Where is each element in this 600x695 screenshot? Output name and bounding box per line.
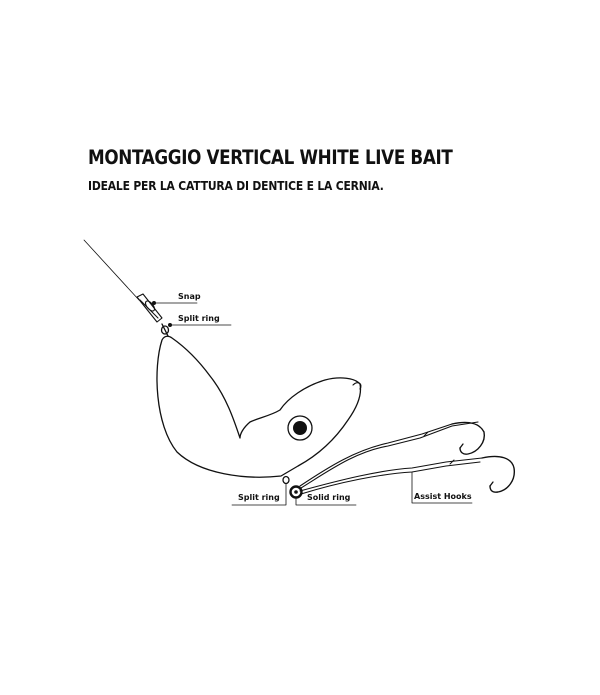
hook-barb-lower bbox=[489, 481, 494, 487]
jig-nose bbox=[352, 382, 362, 390]
eye-icon bbox=[287, 415, 313, 441]
label-snap: Snap bbox=[178, 292, 201, 301]
split-ring-top-dot bbox=[168, 323, 172, 327]
snap-swivel-icon bbox=[136, 293, 163, 323]
split-ring-icon bbox=[160, 323, 170, 337]
assist-hook-upper-icon bbox=[451, 421, 485, 455]
snap-dot bbox=[152, 301, 156, 305]
label-solid-ring: Solid ring bbox=[307, 493, 351, 502]
assist-hooks-leader bbox=[411, 471, 473, 504]
page-subtitle: IDEALE PER LA CATTURA DI DENTICE E LA CE… bbox=[88, 178, 384, 193]
page-title: MONTAGGIO VERTICAL WHITE LIVE BAIT bbox=[88, 146, 453, 169]
solid-ring-leader bbox=[295, 497, 357, 506]
eye-pupil bbox=[293, 421, 307, 435]
assist-line-lower bbox=[300, 461, 481, 495]
line-mark-2 bbox=[449, 459, 455, 465]
label-split-ring-top: Split ring bbox=[178, 314, 220, 323]
split-ring-bottom-leader bbox=[231, 483, 287, 506]
split-ring-bottom-icon bbox=[282, 475, 290, 485]
label-split-ring-bottom: Split ring bbox=[238, 493, 280, 502]
assist-line-upper bbox=[300, 421, 479, 489]
line-mark-1 bbox=[423, 431, 429, 437]
hook-barb-upper bbox=[459, 443, 464, 449]
assist-line-upper-b bbox=[299, 423, 453, 487]
solid-ring-icon bbox=[289, 485, 303, 499]
assist-hook-lower-icon bbox=[481, 455, 515, 493]
assist-line-lower-b bbox=[299, 457, 483, 492]
label-assist-hooks: Assist Hooks bbox=[414, 492, 472, 501]
fishing-line bbox=[83, 239, 140, 301]
jig-body bbox=[156, 335, 362, 478]
